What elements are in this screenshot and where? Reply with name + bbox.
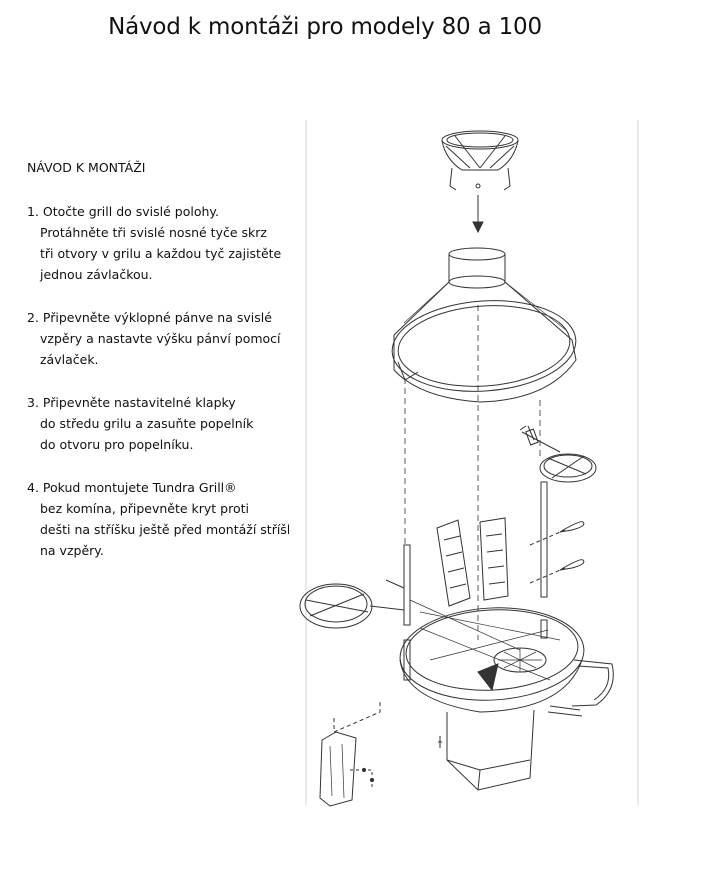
swing-pan-left (299, 579, 405, 629)
step-1-line-1: 1. Otočte grill do svislé polohy. (27, 204, 219, 219)
step-2-line-3: závlaček. (40, 352, 99, 367)
instruction-step-2: 2. Připevněte výklopné pánve na svislé v… (27, 307, 289, 370)
cotter-pins (529, 521, 585, 584)
step-4-line-3: dešti na stříšku ještě před montáží stří… (40, 522, 289, 537)
step-3-line-2: do středu grilu a zasuňte popelník (40, 416, 254, 431)
step-4-line-2: bez komína, připevněte kryt proti (40, 501, 249, 516)
page-title: Návod k montáži pro modely 80 a 100 (108, 14, 542, 40)
adjustable-dampers (436, 517, 509, 607)
instruction-step-4: 4. Pokud montujete Tundra Grill® bez kom… (27, 477, 289, 561)
step-3-line-3: do otvoru pro popelníku. (40, 437, 194, 452)
side-tray (547, 659, 614, 717)
chimney-hood (391, 247, 577, 403)
grill-basin (399, 599, 585, 713)
placement-arrow (472, 195, 484, 234)
instruction-step-1: 1. Otočte grill do svislé polohy. Protáh… (27, 201, 289, 285)
step-4-line-1: 4. Pokud montujete Tundra Grill® (27, 480, 237, 495)
step-1-line-4: jednou závlačkou. (40, 267, 153, 282)
ash-pan-housing (438, 709, 535, 791)
swing-pan-right (519, 425, 597, 483)
step-2-line-2: vzpěry a nastavte výšku pánví pomocí (40, 331, 281, 346)
step-1-line-3: tři otvory v grilu a každou tyč zajistět… (40, 246, 282, 261)
step-1-line-2: Protáhněte tři svislé nosné tyče skrz (40, 225, 267, 240)
support-rods (403, 481, 548, 681)
step-4-line-4: na vzpěry. (40, 543, 104, 558)
alignment-lines (404, 305, 541, 640)
rain-cap (441, 130, 519, 191)
instruction-step-3: 3. Připevněte nastavitelné klapky do stř… (27, 392, 289, 455)
step-2-line-1: 2. Připevněte výklopné pánve na svislé (27, 310, 272, 325)
section-heading: NÁVOD K MONTÁŽI (27, 160, 146, 175)
instruction-steps: 1. Otočte grill do svislé polohy. Protáh… (27, 201, 289, 583)
step-3-line-1: 3. Připevněte nastavitelné klapky (27, 395, 236, 410)
assembly-diagram (299, 120, 639, 807)
spark-guard (319, 700, 381, 807)
